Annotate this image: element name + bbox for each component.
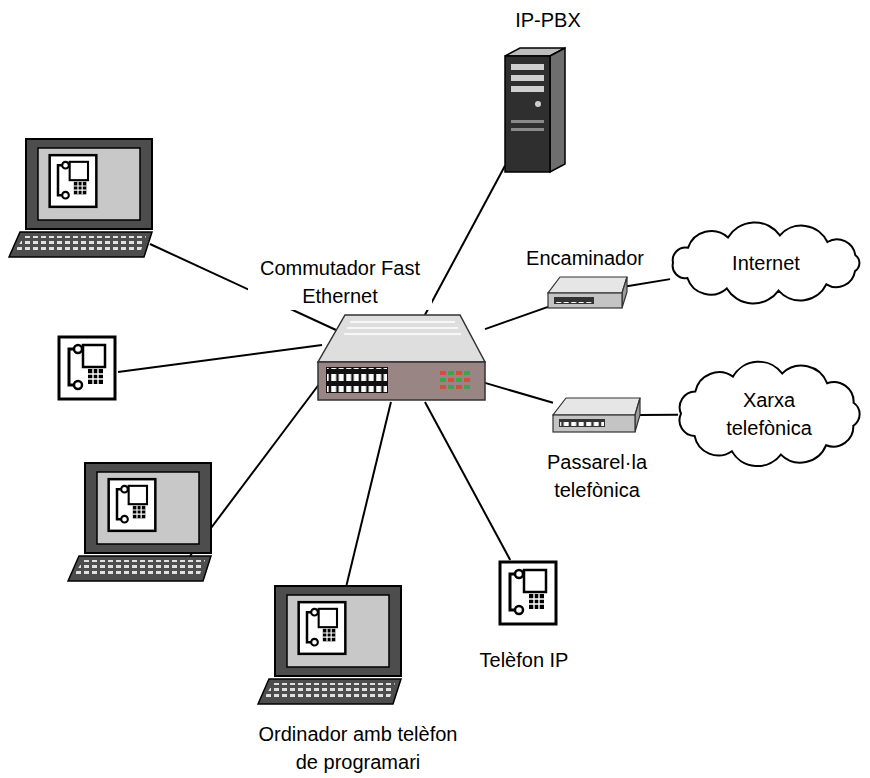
network-device: Encaminador: [548, 277, 627, 309]
computer-icon: [68, 463, 211, 581]
cloud-outline: [672, 364, 866, 464]
device-label: Ordinador amb telèfon de programari: [250, 720, 466, 776]
network-device: Telèfon IP: [498, 560, 558, 626]
network-cloud: Xarxa telefònica: [672, 364, 866, 464]
gateway-icon: [553, 398, 640, 432]
network-link: [425, 166, 505, 315]
computer-icon: [258, 586, 401, 704]
network-link: [425, 402, 510, 560]
device-label: Passarel·la telefònica: [535, 448, 659, 504]
device-label: IP-PBX: [498, 6, 598, 34]
network-link: [640, 414, 678, 416]
network-link: [347, 402, 391, 585]
cloud-label: Xarxa telefònica: [717, 386, 821, 442]
device-label: Commutador Fast Ethernet: [248, 254, 432, 310]
device-label: Telèfon IP: [459, 646, 589, 674]
network-link: [627, 279, 670, 286]
wire: [118, 345, 322, 372]
phone-icon: [59, 337, 115, 399]
cloud-label: Internet: [706, 249, 826, 277]
computer-icon: [9, 139, 152, 257]
cloud-outline-path: [673, 222, 860, 303]
network-link: [485, 307, 548, 329]
switch-icon: [318, 315, 485, 400]
network-link: [485, 383, 553, 403]
network-device: Commutador Fast Ethernet: [318, 315, 485, 402]
status-leds: [440, 371, 470, 389]
cloud-outline-path: [680, 362, 860, 466]
device-label: Encaminador: [515, 244, 655, 272]
server-icon: [505, 48, 565, 172]
network-device: Ordinador amb telèfon de programari: [257, 585, 407, 705]
router-icon: [548, 277, 627, 308]
network-device: Passarel·la telefònica: [553, 398, 640, 433]
network-device: IP-PBX: [505, 48, 565, 172]
network-cloud: Internet: [664, 226, 868, 300]
phone-icon: [500, 562, 556, 624]
